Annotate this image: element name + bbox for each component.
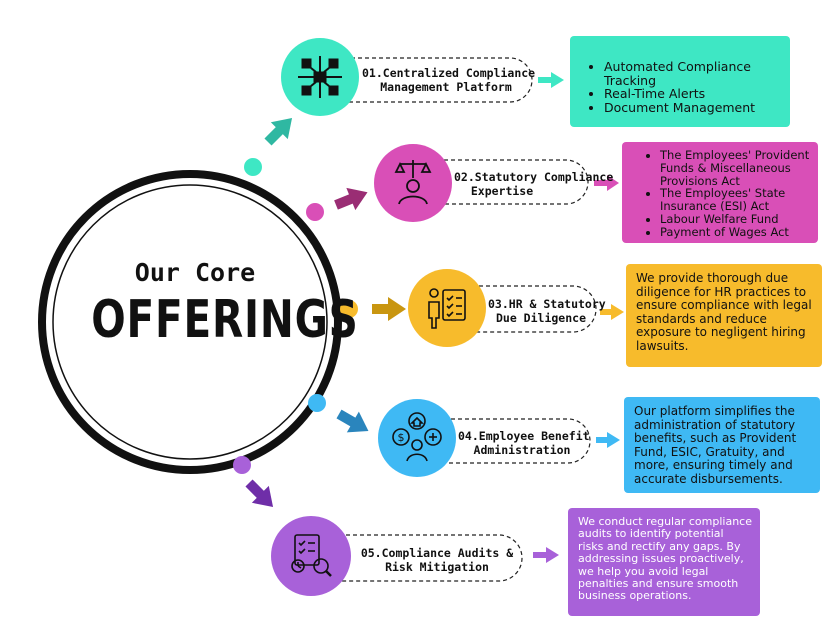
- arrow-1-icon: [264, 117, 293, 146]
- arrow-2-icon: [334, 187, 368, 211]
- offering-label-4-line2: Administration: [473, 443, 571, 457]
- ring-dot-3: [340, 300, 358, 318]
- bullet-item: Document Management: [604, 100, 782, 115]
- offering-label-2: 02.Statutory Compliance Expertise: [454, 170, 614, 198]
- center-title-line1: Our Core: [134, 258, 256, 287]
- offering-details-3: We provide thorough due diligence for HR…: [626, 264, 822, 367]
- ring-dot-1: [244, 158, 262, 176]
- outer-ring: [38, 170, 342, 474]
- offering-circle-2: [374, 144, 452, 222]
- small-arrow-4-icon: [596, 432, 620, 448]
- offering-label-2-line2: Expertise: [470, 184, 534, 198]
- small-arrow-5-icon: [533, 547, 559, 563]
- bullet-item: Real-Time Alerts: [604, 87, 782, 101]
- bullet-item: The Employees' Provident Funds & Miscell…: [660, 149, 812, 188]
- arrow-3-icon: [372, 297, 406, 321]
- arrow-4-icon: [336, 409, 369, 433]
- audit-magnifier-icon: [291, 534, 332, 577]
- offering-label-2-line1: 02.Statutory Compliance: [454, 170, 614, 184]
- small-arrow-3-icon: [600, 304, 624, 320]
- inner-ring: [52, 184, 328, 460]
- small-arrow-2-icon: [594, 175, 619, 191]
- center-title-line2: OFFERINGS: [91, 290, 359, 350]
- offering-label-1-line1: 01.Centralized Compliance: [362, 66, 536, 80]
- svg-text:$: $: [398, 431, 405, 444]
- offering-label-5-line2: Risk Mitigation: [385, 560, 489, 574]
- offering-circle-5: [271, 516, 351, 596]
- employee-benefits-icon: $: [392, 412, 442, 462]
- bullet-item: Payment of Wages Act: [660, 225, 812, 239]
- offering-2-bullets: The Employees' Provident Funds & Miscell…: [644, 149, 812, 239]
- offering-label-5: 05.Compliance Audits & Risk Mitigation: [357, 546, 517, 574]
- offering-label-4: 04.Employee Benefit Administration: [458, 429, 590, 457]
- offering-label-4-line1: 04.Employee Benefit: [458, 429, 590, 443]
- offering-label-5-line1: 05.Compliance Audits &: [360, 546, 514, 560]
- bullet-item: Labour Welfare Fund: [660, 213, 812, 226]
- blockchain-network-icon: [298, 56, 342, 98]
- ring-dot-5: [233, 456, 251, 474]
- scales-justice-person-icon: [394, 160, 432, 205]
- offering-label-3-line2: Due Diligence: [495, 311, 586, 325]
- person-checklist-icon: [428, 288, 466, 329]
- arrow-5-icon: [245, 479, 274, 508]
- ring-dot-2: [306, 203, 324, 221]
- offering-details-2: The Employees' Provident Funds & Miscell…: [622, 142, 818, 243]
- offering-label-3: 03.HR & Statutory Due Diligence: [488, 297, 606, 325]
- offering-details-1: Automated Compliance Tracking Real-Time …: [570, 36, 790, 127]
- offering-label-1: 01.Centralized Compliance Management Pla…: [362, 66, 536, 94]
- bullet-item: Automated Compliance Tracking: [604, 60, 782, 87]
- bullet-item: The Employees' State Insurance (ESI) Act: [660, 187, 812, 213]
- offering-label-1-line2: Management Platform: [380, 80, 512, 94]
- offering-details-4: Our platform simplifies the administrati…: [624, 397, 820, 493]
- offering-1-bullets: Automated Compliance Tracking Real-Time …: [588, 60, 782, 114]
- offering-circle-4: [378, 399, 456, 477]
- offering-details-5: We conduct regular compliance audits to …: [568, 508, 760, 616]
- offering-label-3-line1: 03.HR & Statutory: [488, 297, 606, 311]
- small-arrow-1-icon: [538, 72, 564, 88]
- ring-dot-4: [308, 394, 326, 412]
- offering-circle-3: [408, 269, 486, 347]
